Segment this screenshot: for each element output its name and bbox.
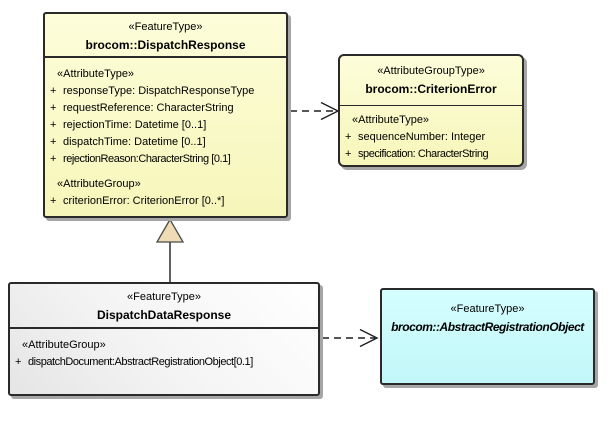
attribute-row: + dispatchTime: Datetime [0..1] bbox=[45, 134, 286, 151]
attributes-compartment: «AttributeType» + responseType: Dispatch… bbox=[45, 58, 286, 210]
attribute-type-heading: «AttributeType» bbox=[57, 68, 135, 80]
attribute-row: + dispatchDocument:AbstractRegistrationO… bbox=[10, 354, 318, 371]
class-box-dispatch-data-response[interactable]: «FeatureType» DispatchDataResponse «Attr… bbox=[8, 282, 320, 396]
class-header: «FeatureType» DispatchDataResponse bbox=[10, 284, 318, 329]
class-name: DispatchDataResponse bbox=[96, 308, 232, 322]
visibility-plus: + bbox=[50, 136, 57, 148]
stereotype-label: «AttributeGroupType» bbox=[377, 65, 485, 77]
visibility-plus: + bbox=[50, 195, 57, 207]
attribute-row: + rejectionReason:CharacterString [0.1] bbox=[45, 151, 286, 168]
attribute-text: sequenceNumber: Integer bbox=[358, 131, 486, 143]
visibility-plus: + bbox=[50, 153, 57, 165]
class-box-abstract-registration-object[interactable]: «FeatureType» brocom::AbstractRegistrati… bbox=[380, 288, 595, 385]
attribute-text: rejectionReason:CharacterString [0.1] bbox=[63, 153, 231, 165]
attribute-text: rejectionTime: Datetime [0..1] bbox=[63, 119, 207, 131]
attribute-row: + sequenceNumber: Integer bbox=[340, 129, 522, 146]
attribute-text: requestReference: CharacterString bbox=[63, 102, 234, 114]
attribute-text: dispatchTime: Datetime [0..1] bbox=[63, 136, 206, 148]
class-name: brocom::CriterionError bbox=[365, 82, 497, 96]
visibility-plus: + bbox=[50, 119, 57, 131]
attribute-type-heading: «AttributeType» bbox=[352, 114, 430, 126]
stereotype-label: «FeatureType» bbox=[450, 303, 525, 315]
stereotype-label: «FeatureType» bbox=[127, 291, 201, 303]
attribute-row: + requestReference: CharacterString bbox=[45, 100, 286, 117]
class-box-dispatch-response[interactable]: «FeatureType» brocom::DispatchResponse «… bbox=[43, 12, 288, 218]
attribute-text: criterionError: CriterionError [0..*] bbox=[63, 195, 225, 207]
class-header: «FeatureType» brocom::DispatchResponse bbox=[45, 14, 286, 58]
visibility-plus: + bbox=[50, 102, 57, 114]
class-box-criterion-error[interactable]: «AttributeGroupType» brocom::CriterionEr… bbox=[338, 54, 524, 167]
visibility-plus: + bbox=[345, 131, 352, 143]
attribute-group-heading: «AttributeGroup» bbox=[22, 339, 106, 351]
attribute-row: + criterionError: CriterionError [0..*] bbox=[45, 193, 286, 210]
visibility-plus: + bbox=[50, 85, 57, 97]
attribute-group-heading: «AttributeGroup» bbox=[57, 178, 141, 190]
attribute-row: + rejectionTime: Datetime [0..1] bbox=[45, 117, 286, 134]
open-arrowhead-icon bbox=[359, 328, 379, 348]
attribute-row: + responseType: DispatchResponseType bbox=[45, 83, 286, 100]
section-gap bbox=[45, 168, 286, 176]
triangle-arrowhead-icon bbox=[155, 218, 185, 243]
class-name: brocom::AbstractRegistrationObject bbox=[391, 320, 584, 334]
visibility-plus: + bbox=[15, 356, 22, 368]
class-header: «FeatureType» brocom::AbstractRegistrati… bbox=[382, 290, 593, 336]
visibility-plus: + bbox=[345, 148, 352, 160]
attribute-text: responseType: DispatchResponseType bbox=[63, 85, 255, 97]
attributes-compartment: «AttributeGroup» + dispatchDocument:Abst… bbox=[10, 329, 318, 371]
class-header: «AttributeGroupType» brocom::CriterionEr… bbox=[340, 56, 522, 106]
attribute-row: + specification: CharacterString bbox=[340, 146, 522, 163]
class-name: brocom::DispatchResponse bbox=[85, 38, 246, 52]
stereotype-label: «FeatureType» bbox=[128, 21, 203, 33]
generalization-connector[interactable] bbox=[155, 218, 185, 283]
attribute-text: specification: CharacterString bbox=[358, 148, 489, 160]
attribute-text: dispatchDocument:AbstractRegistrationObj… bbox=[28, 356, 253, 368]
attributes-compartment: «AttributeType» + sequenceNumber: Intege… bbox=[340, 106, 522, 163]
dependency-connector-criterion-error[interactable] bbox=[290, 101, 340, 121]
dependency-connector-abstract-registration-object[interactable] bbox=[322, 328, 379, 348]
